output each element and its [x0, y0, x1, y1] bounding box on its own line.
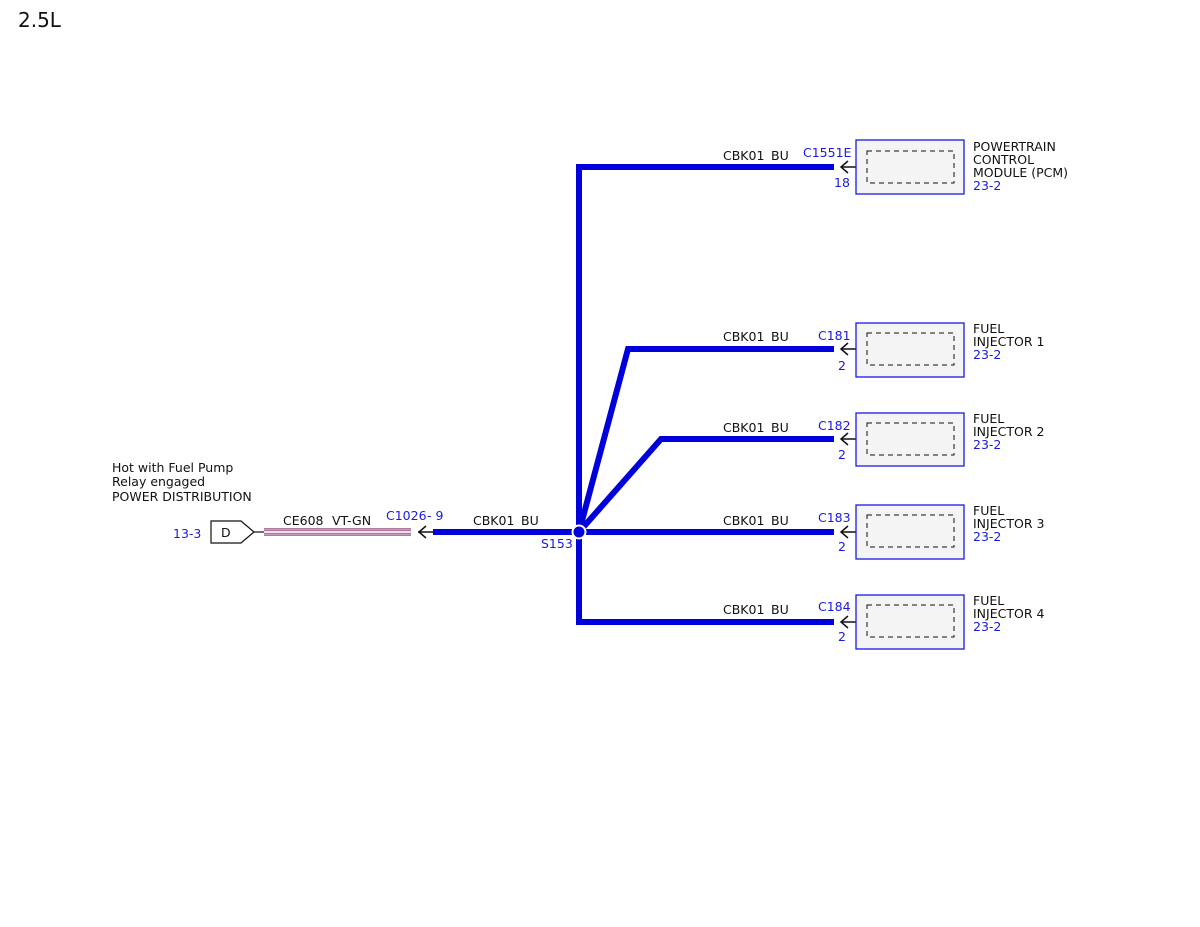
injector-2-box[interactable]	[855, 412, 965, 467]
source-note-line-3: POWER DISTRIBUTION	[112, 489, 252, 504]
branch-connector-label[interactable]: C181	[818, 328, 851, 343]
source-note-line-2: Relay engaged	[112, 474, 205, 489]
branch-wire-injector-4	[576, 532, 834, 625]
source-note-line-1: Hot with Fuel Pump	[112, 460, 233, 475]
splice-label[interactable]: S153	[541, 536, 573, 551]
module-name-line-1: FUEL	[973, 503, 1004, 518]
branch-circuit-label: CBK01	[723, 420, 764, 435]
injector-2-internal	[866, 422, 955, 456]
injector-1-internal	[866, 332, 955, 366]
power-source: Hot with Fuel Pump Relay engaged POWER D…	[112, 460, 443, 544]
branch-pin-label: 2	[838, 629, 846, 644]
module-page-ref[interactable]: 23-2	[973, 437, 1001, 452]
pin-arrow-icon	[839, 160, 856, 174]
module-page-ref[interactable]: 23-2	[973, 347, 1001, 362]
module-page-ref[interactable]: 23-2	[973, 619, 1001, 634]
module-name-line-3: MODULE (PCM)	[973, 165, 1068, 180]
branch-pin-label: 2	[838, 358, 846, 373]
module-name-line-2: INJECTOR 2	[973, 424, 1044, 439]
injector-4-box[interactable]	[855, 594, 965, 650]
module-name-line-1: POWERTRAIN	[973, 139, 1056, 154]
branch-wire-pcm	[576, 164, 834, 532]
variant-title: 2.5L	[18, 8, 62, 32]
source-circuit-label: CE608	[283, 513, 324, 528]
branch-connector-label[interactable]: C182	[818, 418, 851, 433]
pin-arrow-icon	[839, 615, 856, 629]
injector-1-box[interactable]	[855, 322, 965, 378]
module-name-line-2: CONTROL	[973, 152, 1034, 167]
power-distribution-connector	[210, 520, 255, 544]
module-name-line-2: INJECTOR 1	[973, 334, 1044, 349]
pin-arrow-icon	[839, 432, 856, 446]
module-name-line-2: INJECTOR 4	[973, 606, 1044, 621]
module-name-line-2: INJECTOR 3	[973, 516, 1044, 531]
inline-connector-label[interactable]: C1026	[386, 508, 427, 523]
branch-color-code: BU	[771, 602, 789, 617]
trunk-color-code: BU	[521, 513, 539, 528]
branch-pin-label: 2	[838, 539, 846, 554]
splice-wires	[433, 164, 834, 625]
vt-gn-wire	[264, 528, 411, 536]
branch-circuit-label: CBK01	[723, 602, 764, 617]
branch-color-code: BU	[771, 513, 789, 528]
module-page-ref[interactable]: 23-2	[973, 529, 1001, 544]
pin-arrow-icon	[839, 525, 856, 539]
connector-letter: D	[221, 525, 231, 540]
branch-pin-label: 2	[838, 447, 846, 462]
branch-color-code: BU	[771, 329, 789, 344]
pcm-module-box[interactable]	[855, 139, 965, 195]
branch-injector-1: CBK01 BU C181 2 FUEL INJECTOR 1 23-2	[723, 321, 1044, 378]
branch-connector-label[interactable]: C1551E	[803, 145, 852, 160]
branch-pcm: CBK01 BU C1551E 18 POWERTRAIN CONTROL MO…	[723, 139, 1068, 195]
inline-pin-label: - 9	[427, 508, 443, 523]
branch-color-code: BU	[771, 420, 789, 435]
branch-wire-injector-1	[576, 346, 834, 533]
branch-color-code: BU	[771, 148, 789, 163]
source-page-ref[interactable]: 13-3	[173, 526, 201, 541]
branch-injector-4: CBK01 BU C184 2 FUEL INJECTOR 4 23-2	[723, 593, 1044, 650]
branch-connector-label[interactable]: C184	[818, 599, 851, 614]
source-color-code: VT-GN	[332, 513, 371, 528]
module-name-line-1: FUEL	[973, 321, 1004, 336]
inline-connector-arrow-icon	[417, 525, 434, 539]
branch-connector-label[interactable]: C183	[818, 510, 851, 525]
branch-pin-label: 18	[834, 175, 850, 190]
injector-4-internal	[866, 604, 955, 638]
branch-wire-injector-2	[576, 436, 834, 534]
branch-circuit-label: CBK01	[723, 329, 764, 344]
branch-circuit-label: CBK01	[723, 513, 764, 528]
module-name-line-1: FUEL	[973, 593, 1004, 608]
branch-circuit-label: CBK01	[723, 148, 764, 163]
branch-injector-2: CBK01 BU C182 2 FUEL INJECTOR 2 23-2	[723, 411, 1044, 467]
splice-node[interactable]	[571, 524, 587, 540]
injector-3-internal	[866, 514, 955, 548]
pin-arrow-icon	[839, 342, 856, 356]
trunk-circuit-label: CBK01	[473, 513, 514, 528]
injector-3-box[interactable]	[855, 504, 965, 560]
branch-injector-3: CBK01 BU C183 2 FUEL INJECTOR 3 23-2	[723, 503, 1044, 560]
pcm-module-internal	[866, 150, 955, 184]
module-name-line-1: FUEL	[973, 411, 1004, 426]
module-page-ref[interactable]: 23-2	[973, 178, 1001, 193]
